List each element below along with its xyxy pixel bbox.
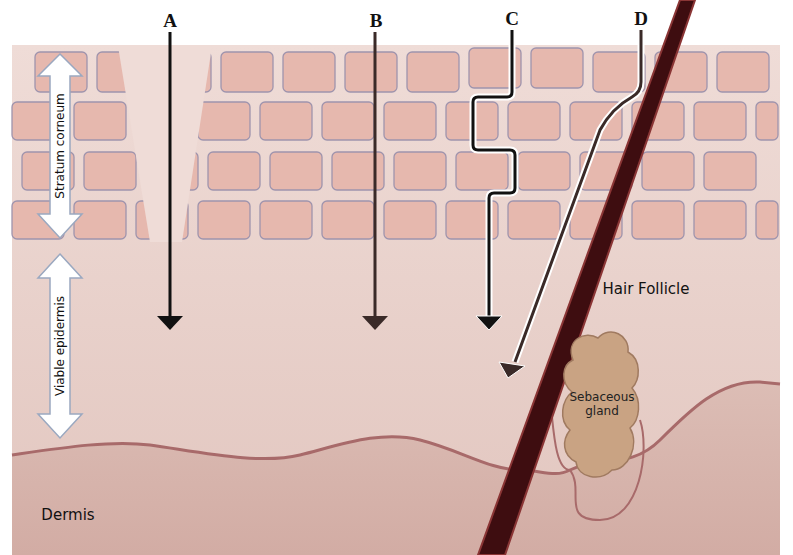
gland-node: Sebaceous gland xyxy=(570,390,634,419)
pathway-arrows xyxy=(157,30,641,378)
structure-label: Hair Follicle xyxy=(603,280,690,298)
pathway-letter: A xyxy=(161,10,179,32)
pathway-letter: B xyxy=(368,10,385,32)
epidermis-ground xyxy=(12,45,780,555)
layer-label: Dermis xyxy=(41,506,94,524)
dermis-ground xyxy=(12,382,780,555)
layer-label: Stratum corneum xyxy=(53,92,67,199)
thickness-arrows xyxy=(38,54,82,438)
layer-label: Viable epidermis xyxy=(53,295,67,397)
pathway-letter: D xyxy=(632,8,650,30)
pathway-letter: C xyxy=(503,8,521,30)
gland-label: Sebaceous gland xyxy=(569,390,634,419)
sebaceous-gland-shape xyxy=(563,332,639,477)
dermal-junction xyxy=(12,382,780,474)
intercellular-gap xyxy=(118,46,212,242)
